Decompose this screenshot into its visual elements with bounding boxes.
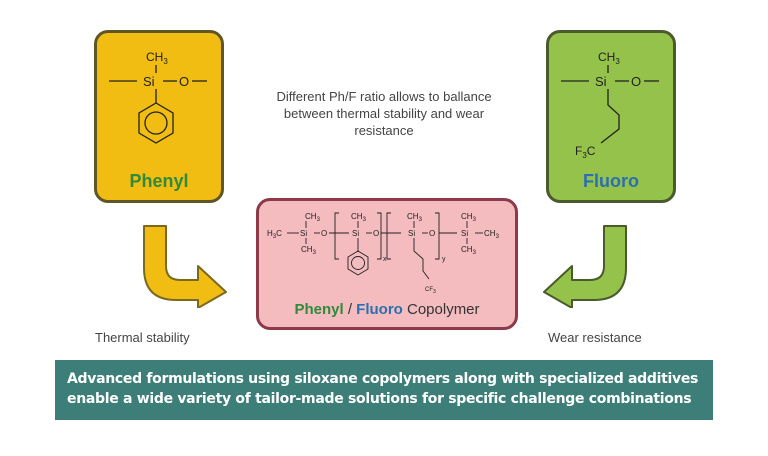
phenyl-o-text: O <box>179 74 189 89</box>
caption-copolymer: Copolymer <box>402 301 480 318</box>
end1-bottom-ch3: CH3 <box>301 245 317 256</box>
fluoro-unit-ch3: CH3 <box>407 212 423 223</box>
copolymer-box: CH3 H3C Si O CH3 CH3 Si O x CH3 <box>256 198 518 330</box>
fluoro-unit-o: O <box>429 229 435 238</box>
fluoro-unit-cf3: CF3 <box>425 287 436 295</box>
fluoro-chain <box>600 89 620 144</box>
end2-bottom-ch3: CH3 <box>461 245 477 256</box>
ratio-description: Different Ph/F ratio allows to ballance … <box>276 89 492 138</box>
banner-line-2: enable a wide variety of tailor-made sol… <box>67 391 692 407</box>
caption-fluoro: Fluoro <box>356 301 403 318</box>
phenyl-unit-ch3: CH3 <box>351 212 367 223</box>
repeat-x: x <box>383 256 387 263</box>
caption-slash: / <box>343 301 357 318</box>
fluoro-unit-si: Si <box>408 229 415 238</box>
fluoro-si-text: Si <box>595 74 607 89</box>
copolymer-caption: Phenyl / Fluoro Copolymer <box>259 301 515 318</box>
fluoro-structure: CH3 Si O F3C <box>561 50 659 160</box>
right-curved-arrow <box>543 225 627 308</box>
phenyl-ring <box>138 102 174 144</box>
wear-resistance-label: Wear resistance <box>548 330 642 345</box>
banner-line-1: Advanced formulations using siloxane cop… <box>67 371 699 387</box>
phenyl-label: Phenyl <box>129 171 189 191</box>
caption-phenyl: Phenyl <box>294 301 344 318</box>
repeat-y: y <box>442 256 446 263</box>
copolymer-structure: CH3 H3C Si O CH3 CH3 Si O x CH3 <box>267 212 500 295</box>
end2-si: Si <box>461 229 468 238</box>
end1-top-ch3: CH3 <box>305 212 321 223</box>
phenyl-unit-o: O <box>373 229 379 238</box>
phenyl-box: CH3 Si O Phenyl <box>94 30 224 203</box>
phenyl-si-text: Si <box>143 74 155 89</box>
fluoro-label: Fluoro <box>583 171 639 191</box>
fluoro-box: CH3 Si O F3C Fluoro <box>546 30 676 203</box>
fluoro-cf3-text: F3C <box>575 144 596 160</box>
thermal-stability-label: Thermal stability <box>95 330 190 345</box>
summary-banner: Advanced formulations using siloxane cop… <box>55 360 713 420</box>
end2-top-ch3: CH3 <box>461 212 477 223</box>
left-curved-arrow <box>143 225 227 308</box>
end1-si: Si <box>300 229 307 238</box>
fluoro-methyl-text: CH3 <box>598 50 620 66</box>
phenyl-structure: CH3 Si O <box>109 50 207 144</box>
phenyl-unit-si: Si <box>352 229 359 238</box>
end1-h3c: H3C <box>267 229 282 240</box>
end2-ch3-right: CH3 <box>484 229 500 240</box>
phenyl-methyl-text: CH3 <box>146 50 168 66</box>
end1-o: O <box>321 229 327 238</box>
fluoro-o-text: O <box>631 74 641 89</box>
